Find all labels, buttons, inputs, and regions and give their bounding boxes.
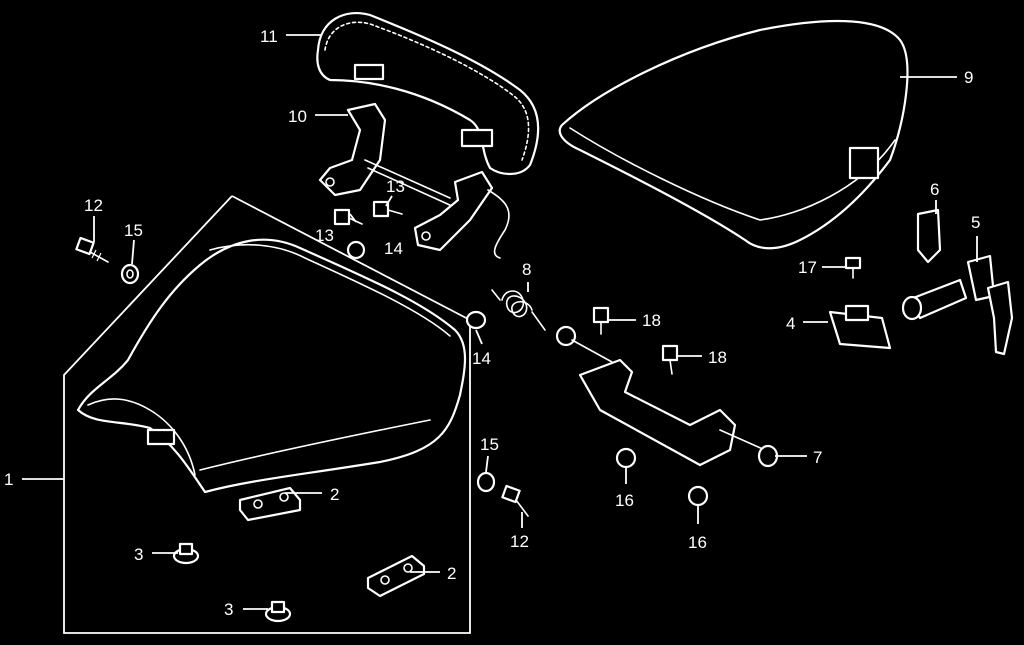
bolt-bracket-left (333, 208, 363, 226)
nut-bracket (346, 240, 366, 260)
callout-11: 11 (260, 27, 278, 46)
callout-15-lower: 15 (480, 435, 499, 454)
callout-1: 1 (4, 470, 13, 489)
leader-lines (22, 34, 978, 610)
washer-lower (476, 471, 496, 493)
callout-18-upper: 18 (642, 311, 661, 330)
callout-2-upper: 2 (330, 485, 339, 504)
callout-3-lower: 3 (224, 600, 233, 619)
bolt-17 (844, 256, 862, 279)
callout-15-upper: 15 (124, 221, 143, 240)
seat-rubber-lower (264, 600, 292, 623)
latch-spring (491, 289, 546, 331)
callout-10: 10 (288, 107, 307, 126)
grab-rail (316, 11, 540, 176)
seat-rubber-upper (172, 542, 200, 565)
washer-upper-left (120, 263, 140, 285)
seat-bracket-upper (238, 486, 302, 522)
bolt-18-lower (661, 344, 679, 375)
nut-16-right (687, 485, 709, 507)
callout-13-right: 13 (386, 177, 405, 196)
lock-clip (916, 208, 942, 264)
callout-18-lower: 18 (708, 348, 727, 367)
bolt-lower (501, 484, 529, 517)
callout-16-right: 16 (688, 533, 707, 552)
callout-14-mid: 14 (472, 349, 491, 368)
callout-7: 7 (813, 448, 822, 467)
seat-latch-bracket (318, 102, 510, 259)
main-seat (76, 238, 467, 494)
bolt-upper-left (75, 236, 109, 263)
callout-16-left: 16 (615, 491, 634, 510)
seat-assembly-bracket (63, 195, 471, 634)
lock-holder (828, 304, 892, 350)
bolt-18-upper (592, 306, 610, 335)
pillion-seat (558, 19, 909, 250)
callout-8: 8 (522, 260, 531, 279)
callout-12-upper: 12 (84, 196, 103, 215)
seat-hinge-bracket (555, 325, 779, 468)
seat-lock-cylinder (901, 254, 1014, 356)
bolt-bracket-right (372, 200, 403, 218)
callout-5: 5 (971, 213, 980, 232)
callout-6: 6 (930, 180, 939, 199)
callout-3-upper: 3 (134, 545, 143, 564)
callout-17: 17 (798, 258, 817, 277)
nut-16-left (615, 447, 637, 469)
nut-mid (465, 310, 487, 330)
callout-13-left: 13 (315, 226, 334, 245)
callout-14-upper: 14 (384, 239, 403, 258)
callout-9: 9 (964, 68, 973, 87)
seat-bracket-lower (366, 554, 426, 598)
callout-2-lower: 2 (447, 564, 456, 583)
callout-4: 4 (786, 314, 795, 333)
callout-12-lower: 12 (510, 532, 529, 551)
